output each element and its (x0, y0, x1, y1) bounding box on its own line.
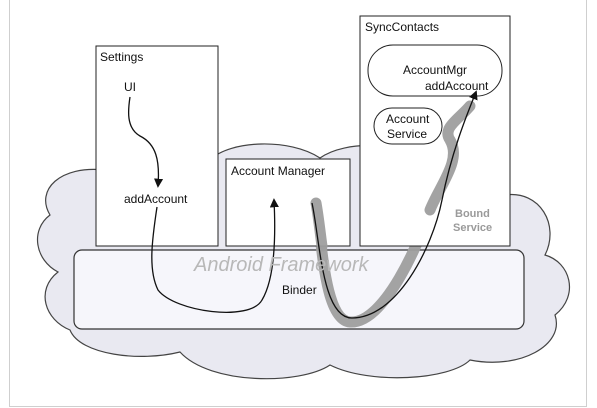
account-mgr-pill (367, 44, 503, 97)
settings-add-account-label: addAccount (124, 192, 188, 206)
account-mgr-add-account-label: addAccount (425, 79, 489, 93)
bound-service-path-overlay (424, 100, 476, 216)
sync-contacts-title: SyncContacts (365, 20, 439, 34)
settings-box (95, 45, 219, 247)
bound-service-path-overlay-am (310, 197, 328, 252)
account-manager-title: Account Manager (231, 164, 325, 178)
account-service-label-line2: Service (387, 127, 427, 141)
account-mgr-label: AccountMgr (403, 63, 467, 77)
addaccount-to-account-manager-arrow (151, 198, 279, 313)
binder-panel (73, 249, 525, 330)
account-manager-to-sync-arrow (311, 90, 478, 319)
slide-frame (9, 0, 587, 407)
account-service-label-line1: Account (386, 112, 430, 126)
android-framework-label: Android Framework (193, 254, 370, 276)
binder-label: Binder (282, 283, 317, 297)
settings-title: Settings (100, 50, 143, 64)
account-manager-box (225, 158, 351, 247)
settings-ui-label: UI (124, 80, 136, 94)
bound-service-label-line2: Service (453, 222, 492, 234)
ui-to-addaccount-arrow (127, 96, 164, 188)
account-service-pill (373, 107, 443, 145)
bound-service-label-line1: Bound (455, 208, 490, 220)
